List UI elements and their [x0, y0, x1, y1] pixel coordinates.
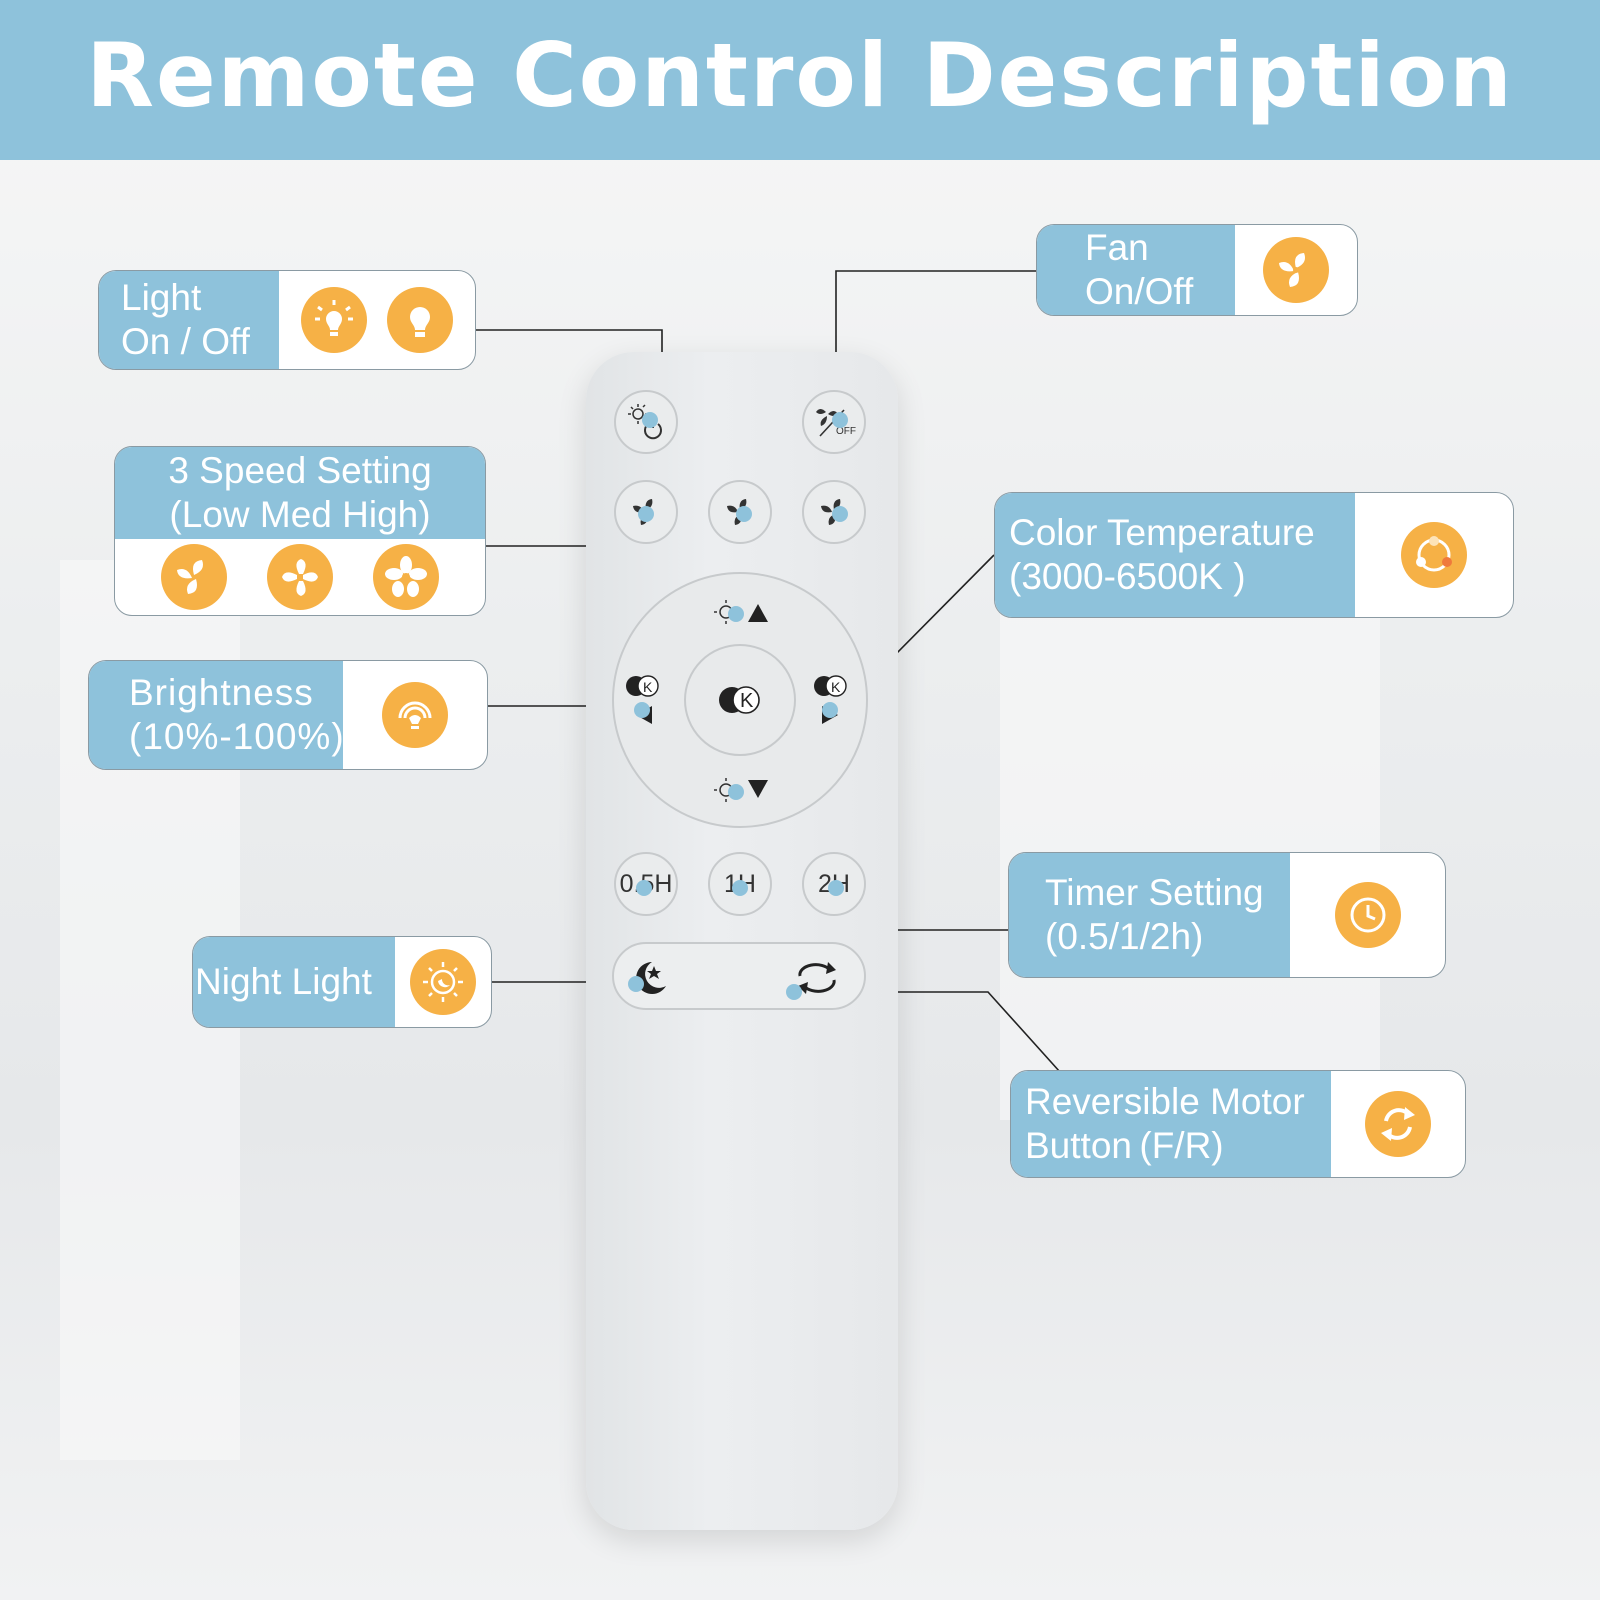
svg-text:K: K — [643, 679, 653, 695]
speed-low-marker — [638, 506, 654, 522]
callout-color-temp: Color Temperature (3000-6500K ) — [994, 492, 1514, 618]
color-temp-cool-button[interactable]: K — [810, 670, 854, 732]
window-pane — [1000, 560, 1380, 1120]
timer-05h-marker — [636, 880, 652, 896]
color-temp-right-icon: K — [814, 675, 847, 724]
reverse-icon — [1365, 1091, 1431, 1157]
fan-icon — [1263, 237, 1329, 303]
light-power-marker — [642, 412, 658, 428]
color-temp-subtitle: (3000-6500K ) — [1009, 556, 1246, 597]
color-temp-left-icon: K — [626, 675, 659, 724]
callout-light-label: Light On / Off — [99, 271, 279, 369]
reverse-arrows-icon — [798, 962, 836, 994]
clock-icon — [1334, 882, 1401, 948]
color-temp-warm-button[interactable]: K — [622, 670, 666, 732]
svg-text:K: K — [740, 690, 754, 712]
light-title: Light — [121, 277, 202, 318]
reverse-title: Reversible Motor — [1025, 1081, 1305, 1122]
callout-speed: 3 Speed Setting (Low Med High) — [114, 446, 486, 616]
callout-timer: Timer Setting (0.5/1/2h) — [1008, 852, 1446, 978]
brightness-icon — [382, 682, 448, 748]
callout-night-light: Night Light — [192, 936, 492, 1028]
speed-med-marker — [736, 506, 752, 522]
callout-fan-icons — [1235, 225, 1357, 315]
callout-speed-icons — [115, 539, 485, 615]
callout-light-icons — [279, 271, 475, 369]
callout-reverse-icons — [1331, 1071, 1465, 1177]
brightness-title: Brightness — [129, 672, 314, 713]
callout-reverse-label: Reversible Motor Button (F/R) — [1011, 1071, 1331, 1177]
speed-subtitle: (Low Med High) — [169, 494, 431, 535]
color-temperature-icon — [1401, 522, 1467, 588]
callout-brightness-label: Brightness (10%-100%) — [89, 661, 345, 769]
svg-text:OFF: OFF — [836, 426, 856, 437]
page-title: Remote Control Description — [86, 24, 1514, 127]
svg-text:K: K — [831, 679, 841, 695]
fan-low-icon — [161, 544, 227, 610]
speed-title: 3 Speed Setting — [168, 450, 432, 491]
cool-marker — [822, 702, 838, 718]
callout-brightness: Brightness (10%-100%) — [88, 660, 488, 770]
bulb-icon — [387, 287, 453, 353]
timer-1h-marker — [732, 880, 748, 896]
bulb-on-icon — [301, 287, 367, 353]
callout-reverse-motor: Reversible Motor Button (F/R) — [1010, 1070, 1466, 1178]
night-light-title: Night Light — [195, 961, 372, 1002]
night-reverse-pill — [612, 942, 866, 1010]
callout-fan-label: Fan On/Off — [1037, 225, 1235, 315]
callout-timer-icons — [1290, 853, 1445, 977]
header-banner: Remote Control Description — [0, 0, 1600, 160]
timer-2h-marker — [828, 880, 844, 896]
timer-subtitle: (0.5/1/2h) — [1045, 916, 1204, 957]
callout-color-temp-label: Color Temperature (3000-6500K ) — [995, 493, 1355, 617]
reverse-marker — [786, 984, 802, 1000]
fan-speed-low-button[interactable] — [614, 480, 678, 544]
callout-light: Light On / Off — [98, 270, 476, 370]
night-light-icon — [410, 949, 476, 1015]
callout-night-light-icons — [395, 937, 491, 1027]
warm-marker — [634, 702, 650, 718]
brightness-down-marker — [728, 784, 744, 800]
brightness-subtitle: (10%-100%) — [129, 716, 345, 757]
night-light-marker — [628, 976, 644, 992]
fan-off-marker — [832, 412, 848, 428]
light-subtitle: On / Off — [121, 321, 250, 362]
callout-brightness-icons — [343, 661, 487, 769]
timer-title: Timer Setting — [1045, 872, 1264, 913]
color-temp-title: Color Temperature — [1009, 512, 1315, 553]
fan-subtitle: On/Off — [1085, 271, 1194, 312]
callout-night-light-label: Night Light — [193, 937, 395, 1027]
color-temp-center-button[interactable]: K — [684, 644, 796, 756]
speed-high-marker — [832, 506, 848, 522]
fan-title: Fan — [1085, 227, 1149, 268]
reverse-subtitle: Button (F/R) — [1025, 1125, 1224, 1166]
callout-speed-label: 3 Speed Setting (Low Med High) — [115, 447, 485, 539]
callout-fan: Fan On/Off — [1036, 224, 1358, 316]
fan-med-icon — [267, 544, 333, 610]
fan-high-icon — [373, 544, 439, 610]
brightness-up-marker — [728, 606, 744, 622]
callout-timer-label: Timer Setting (0.5/1/2h) — [1009, 853, 1290, 977]
remote-control: OFF K — [586, 352, 898, 1530]
callout-color-temp-icons — [1355, 493, 1513, 617]
color-temperature-k-icon: K — [719, 686, 760, 714]
reverse-motor-button[interactable] — [790, 956, 844, 1000]
